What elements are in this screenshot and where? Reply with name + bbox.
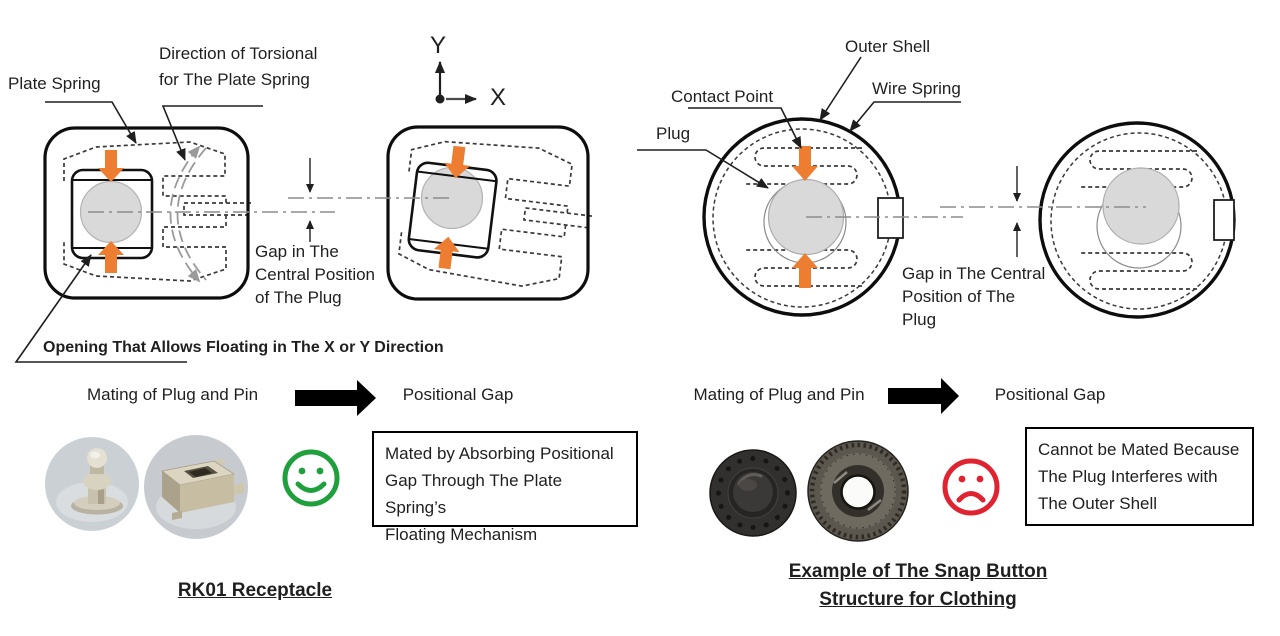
- outer-housing: [386, 125, 590, 301]
- plate-spring-diagram-centered: [43, 126, 252, 300]
- snap-socket-photo: [807, 440, 909, 542]
- plug-circle: [1102, 167, 1180, 245]
- plate-spring-diagram-offset: [386, 125, 601, 301]
- snap-stud-photo: [709, 449, 797, 537]
- origin-dot: [435, 94, 445, 104]
- mating-label-left: Mating of Plug and Pin: [86, 385, 259, 404]
- opening-label: Opening That Allows Floating in The X or…: [43, 339, 444, 356]
- mating-label-right: Mating of Plug and Pin: [693, 385, 865, 404]
- axis-x-label: X: [490, 84, 507, 111]
- key-slot: [877, 197, 904, 239]
- torsional-direction-label: Direction of Torsional for The Plate Spr…: [159, 44, 318, 89]
- key-slot: [1213, 199, 1235, 241]
- leader-lines-right: [637, 56, 961, 189]
- plug-label: Plug: [656, 124, 691, 143]
- axis-indicator: [435, 61, 477, 104]
- left-title: RK01 Receptacle: [177, 580, 333, 601]
- leader-lines-left: [14, 101, 263, 363]
- sad-face-icon: [942, 458, 1000, 516]
- torsional-arrow: [169, 145, 207, 283]
- plate-spring-label: Plate Spring: [8, 74, 101, 93]
- gap-indicator-left: [88, 158, 452, 242]
- contact-point-label: Contact Point: [671, 87, 774, 106]
- outer-shell-label: Outer Shell: [845, 37, 931, 56]
- verdict-box-right: Cannot be Mated Because The Plug Interfe…: [1025, 427, 1254, 526]
- axis-y-label: Y: [430, 32, 447, 59]
- plug-pin-photo: [45, 437, 139, 531]
- outer-housing: [43, 126, 250, 300]
- gap-label-right: Gap in The Central Position of The Plug: [902, 264, 1046, 329]
- right-title: Example of The Snap Button Structure for…: [788, 561, 1048, 610]
- flow-arrow-right: [888, 378, 959, 414]
- flow-arrow-left: [295, 380, 376, 416]
- gap-label-left: Gap in The Central Position of The Plug: [255, 242, 376, 307]
- happy-face-icon: [282, 449, 340, 507]
- snap-diagram-offset: [1038, 121, 1236, 319]
- verdict-box-left: Mated by Absorbing Positional Gap Throug…: [372, 431, 638, 544]
- wire-spring-label: Wire Spring: [872, 79, 961, 98]
- gap-indicator-right: [806, 166, 1146, 257]
- receptacle-photo: [144, 435, 248, 539]
- result-label-left: Positional Gap: [402, 385, 514, 404]
- result-label-right: Positional Gap: [994, 385, 1106, 404]
